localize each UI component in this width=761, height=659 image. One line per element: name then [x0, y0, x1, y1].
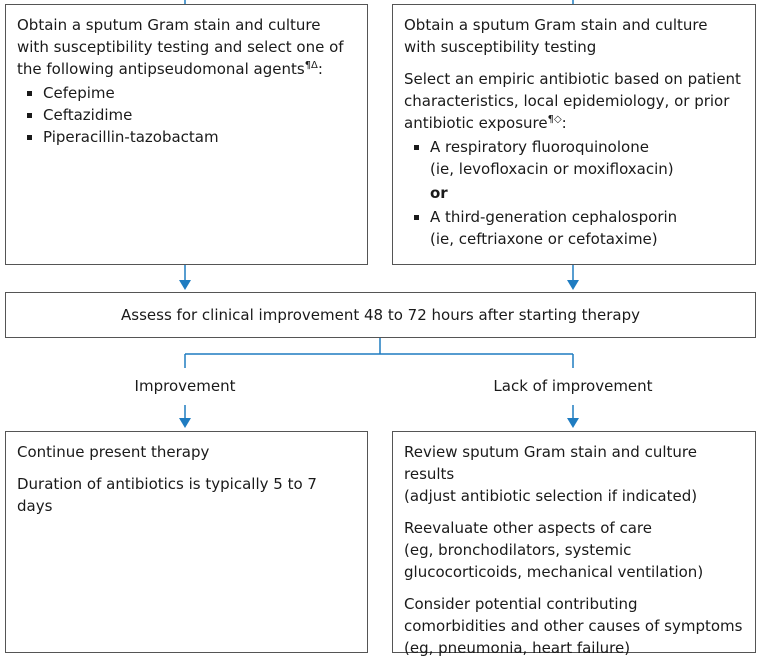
continue-therapy-box: Continue present therapy Duration of ant…: [5, 431, 368, 653]
arrowhead-right-assess: [567, 280, 579, 290]
consider-comorbidities: Consider potential contributing comorbid…: [404, 593, 744, 659]
duration-note: Duration of antibiotics is typically 5 t…: [17, 475, 317, 515]
consider-comorbidities-detail: (eg, pneumonia, heart failure): [404, 639, 631, 657]
continue-therapy: Continue present therapy: [17, 443, 210, 461]
intro-colon: :: [317, 60, 323, 78]
agent-list: Cefepime Ceftazidime Piperacillin-tazoba…: [17, 82, 356, 148]
consider-comorbidities-main: Consider potential contributing comorbid…: [404, 595, 743, 635]
footnote-mark: ¶◇: [547, 114, 562, 125]
reevaluate-care-main: Reevaluate other aspects of care: [404, 519, 652, 537]
empiric-selection-text: Select an empiric antibiotic based on pa…: [404, 70, 741, 132]
agent-item: Cefepime: [17, 82, 356, 104]
option-list-2: A third-generation cephalosporin (ie, ce…: [404, 206, 744, 250]
arrowhead-lack: [567, 418, 579, 428]
antipseudomonal-intro-text: Obtain a sputum Gram stain and culture w…: [17, 16, 344, 78]
antipseudomonal-box: Obtain a sputum Gram stain and culture w…: [5, 4, 368, 265]
selection-colon: :: [561, 114, 567, 132]
improvement-label: Improvement: [134, 377, 236, 395]
lack-improvement-box: Review sputum Gram stain and culture res…: [392, 431, 756, 657]
agent-item: Piperacillin-tazobactam: [17, 126, 356, 148]
option-detail: (ie, ceftriaxone or cefotaxime): [430, 230, 658, 248]
footnote-mark: ¶Δ: [304, 60, 318, 71]
lack-of-improvement-label: Lack of improvement: [493, 377, 653, 395]
reevaluate-care-detail: (eg, bronchodilators, systemic glucocort…: [404, 541, 704, 581]
option-list: A respiratory fluoroquinolone (ie, levof…: [404, 136, 744, 180]
empiric-selection: Select an empiric antibiotic based on pa…: [404, 68, 744, 134]
antipseudomonal-intro: Obtain a sputum Gram stain and culture w…: [17, 14, 356, 80]
reevaluate-care: Reevaluate other aspects of care (eg, br…: [404, 517, 744, 583]
option-fluoroquinolone: A respiratory fluoroquinolone (ie, levof…: [404, 136, 744, 180]
assess-improvement-box: Assess for clinical improvement 48 to 72…: [5, 292, 756, 338]
arrowhead-improvement: [179, 418, 191, 428]
agent-item: Ceftazidime: [17, 104, 356, 126]
arrowhead-left-assess: [179, 280, 191, 290]
assess-text: Assess for clinical improvement 48 to 72…: [121, 306, 640, 324]
review-culture-detail: (adjust antibiotic selection if indicate…: [404, 487, 698, 505]
option-detail: (ie, levofloxacin or moxifloxacin): [430, 160, 674, 178]
option-title: A respiratory fluoroquinolone: [430, 138, 649, 156]
or-label: or: [430, 184, 448, 202]
review-culture-main: Review sputum Gram stain and culture res…: [404, 443, 697, 483]
option-cephalosporin: A third-generation cephalosporin (ie, ce…: [404, 206, 744, 250]
sputum-instruction: Obtain a sputum Gram stain and culture w…: [404, 16, 708, 56]
review-culture: Review sputum Gram stain and culture res…: [404, 441, 744, 507]
empiric-antibiotic-box: Obtain a sputum Gram stain and culture w…: [392, 4, 756, 265]
option-title: A third-generation cephalosporin: [430, 208, 678, 226]
